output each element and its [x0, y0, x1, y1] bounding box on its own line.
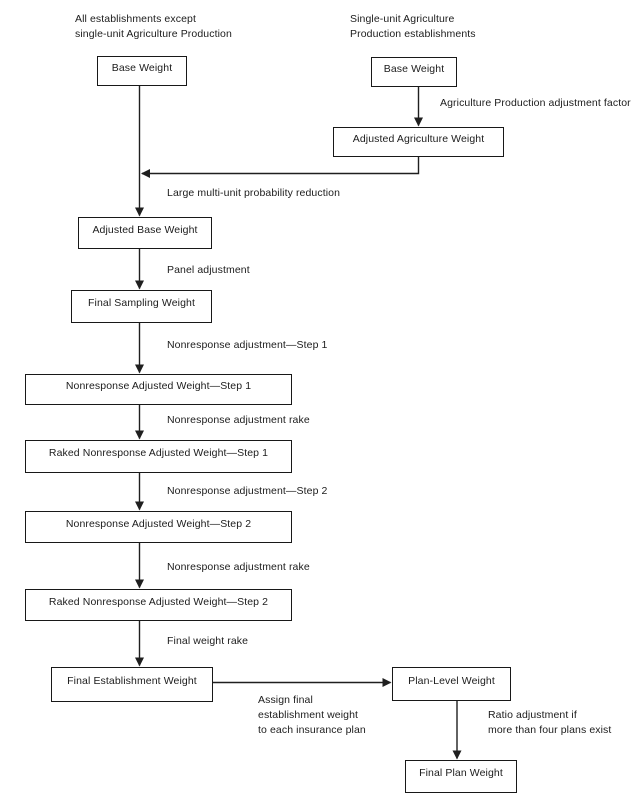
node-label: Plan-Level Weight [408, 674, 495, 687]
node-raked-nonresponse-adjusted-weight-step-2: Raked Nonresponse Adjusted Weight—Step 2 [25, 589, 292, 621]
node-nonresponse-adjusted-weight-step-1: Nonresponse Adjusted Weight—Step 1 [25, 374, 292, 405]
edge-label-panel-adjustment: Panel adjustment [167, 264, 250, 276]
edge-label-ratio-adjustment: Ratio adjustment if more than four plans… [488, 709, 612, 736]
node-label: Raked Nonresponse Adjusted Weight—Step 1 [48, 447, 269, 459]
node-adjusted-base-weight: Adjusted Base Weight [78, 217, 212, 249]
node-final-establishment-weight: Final Establishment Weight [51, 667, 213, 702]
node-label: Adjusted Agriculture Weight [352, 132, 485, 145]
node-label: Adjusted Base Weight [92, 223, 198, 236]
arrow-adjusted-agri-to-main-line [141, 157, 420, 178]
edge-label-nonresponse-adjustment-rake-1: Nonresponse adjustment rake [167, 414, 310, 426]
node-adjusted-agriculture-weight: Adjusted Agriculture Weight [333, 127, 504, 157]
edge-label-agriculture-adjustment-factor: Agriculture Production adjustment factor [440, 97, 631, 109]
node-label: Final Plan Weight [419, 767, 503, 779]
stream-label-single-unit-agriculture: Single-unit Agriculture Production estab… [350, 13, 476, 40]
node-base-weight-main: Base Weight [97, 56, 187, 86]
node-label: Final Sampling Weight [88, 297, 195, 309]
edge-label-nonresponse-adjustment-step-1: Nonresponse adjustment—Step 1 [167, 339, 328, 351]
edge-label-final-weight-rake: Final weight rake [167, 635, 249, 647]
node-label: Base Weight [383, 62, 445, 75]
edge-label-nonresponse-adjustment-rake-2: Nonresponse adjustment rake [167, 561, 310, 573]
node-label: Base Weight [111, 61, 173, 74]
node-label: Nonresponse Adjusted Weight—Step 1 [65, 380, 252, 392]
node-label: Nonresponse Adjusted Weight—Step 2 [65, 517, 252, 530]
node-final-plan-weight: Final Plan Weight [405, 760, 517, 793]
node-raked-nonresponse-adjusted-weight-step-1: Raked Nonresponse Adjusted Weight—Step 1 [25, 440, 292, 473]
node-final-sampling-weight: Final Sampling Weight [71, 290, 212, 323]
node-plan-level-weight: Plan-Level Weight [392, 667, 511, 701]
node-nonresponse-adjusted-weight-step-2: Nonresponse Adjusted Weight—Step 2 [25, 511, 292, 543]
edge-label-nonresponse-adjustment-step-2: Nonresponse adjustment—Step 2 [167, 485, 328, 497]
node-label: Final Establishment Weight [67, 675, 197, 687]
edge-label-large-multi-unit-reduction: Large multi-unit probability reduction [167, 187, 341, 199]
node-label: Raked Nonresponse Adjusted Weight—Step 2 [48, 595, 269, 608]
edge-label-assign-final-establishment-weight: Assign final establishment weight to eac… [258, 694, 366, 736]
node-base-weight-agriculture: Base Weight [371, 57, 457, 87]
stream-label-all-establishments: All establishments except single-unit Ag… [75, 13, 232, 40]
